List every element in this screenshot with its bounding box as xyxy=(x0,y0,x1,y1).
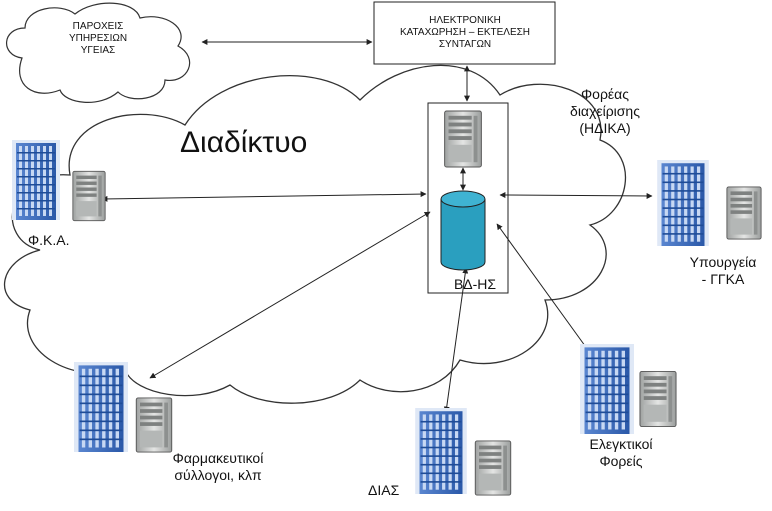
database-label: ΒΔ-ΗΣ xyxy=(453,276,497,292)
operator-label-line2: διαχείρισης xyxy=(570,103,640,119)
operator-server-icon xyxy=(444,110,482,168)
pharma-server-icon xyxy=(135,397,173,453)
pharma-label: Φαρμακευτικοί σύλλογοι, κλπ xyxy=(173,450,264,484)
fka-label: Φ.Κ.Α. xyxy=(28,232,70,248)
providers-label: ΠΑΡΟΧΕΙΣ ΥΠΗΡΕΣΙΩΝ ΥΓΕΙΑΣ xyxy=(69,21,127,57)
internet-title: Διαδίκτυο xyxy=(180,126,308,159)
audit-label: Ελεγκτικοί Φορείς xyxy=(590,436,653,470)
link-fka xyxy=(101,191,427,202)
ministry-building-icon xyxy=(657,160,709,246)
ministry-label-line1: Υπουργεία xyxy=(689,254,757,270)
prescription-label: ΗΛΕΚΤΡΟΝΙΚΗ ΚΑΤΑΧΩΡΗΣΗ – ΕΚΤΕΛΕΣΗ ΣΥΝΤΑΓ… xyxy=(400,15,530,51)
link-pharma xyxy=(149,211,431,379)
audit-server-icon xyxy=(639,370,677,428)
dias-building-icon xyxy=(415,408,467,494)
operator-label-line3: (ΗΔΙΚΑ) xyxy=(579,120,631,136)
audit-label-line2: Φορείς xyxy=(599,453,643,469)
link-ministry xyxy=(499,192,653,199)
internet-cloud-icon xyxy=(3,64,627,404)
prescription-label-line2: ΚΑΤΑΧΩΡΗΣΗ – ΕΚΤΕΛΕΣΗ xyxy=(399,27,531,38)
audit-building-icon xyxy=(580,344,634,434)
operator-label: Φορέας διαχείρισης (ΗΔΙΚΑ) xyxy=(570,86,640,137)
link-dias xyxy=(443,267,469,413)
pharma-building-icon xyxy=(74,362,128,452)
pharma-label-line2: σύλλογοι, κλπ xyxy=(174,467,262,483)
fka-server-icon xyxy=(72,170,106,222)
providers-label-line3: ΥΓΕΙΑΣ xyxy=(80,45,116,56)
ministry-label-line2: - ΓΓΚΑ xyxy=(701,271,745,287)
operator-label-line1: Φορέας xyxy=(580,86,630,102)
audit-label-line1: Ελεγκτικοί xyxy=(589,436,653,452)
dias-label: ΔΙΑΣ xyxy=(368,482,400,498)
providers-cloud-icon xyxy=(6,2,191,103)
link-audit xyxy=(496,223,589,351)
ministry-server-icon xyxy=(726,186,762,240)
fka-building-icon xyxy=(12,140,60,220)
pharma-label-line1: Φαρμακευτικοί xyxy=(172,450,264,466)
providers-label-line1: ΠΑΡΟΧΕΙΣ xyxy=(72,21,124,32)
providers-label-line2: ΥΠΗΡΕΣΙΩΝ xyxy=(68,33,128,44)
database-icon xyxy=(440,190,486,271)
ministry-label: Υπουργεία - ΓΓΚΑ xyxy=(690,254,757,288)
prescription-box xyxy=(373,1,556,65)
connections xyxy=(101,39,653,413)
prescription-label-line3: ΣΥΝΤΑΓΩΝ xyxy=(438,39,492,50)
prescription-label-line1: ΗΛΕΚΤΡΟΝΙΚΗ xyxy=(429,15,501,26)
dias-server-icon xyxy=(474,440,512,496)
